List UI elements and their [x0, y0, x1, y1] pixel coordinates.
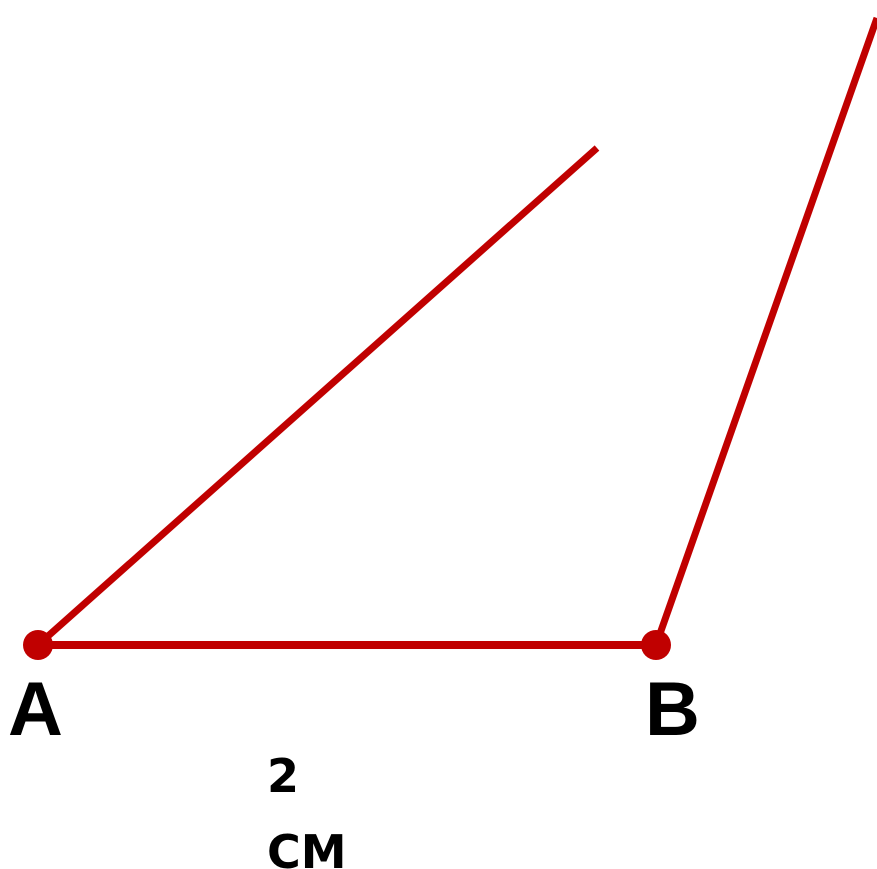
- point-a-dot: [23, 630, 53, 660]
- segment-length-value: 2: [267, 749, 299, 803]
- point-b-label: B: [645, 667, 700, 752]
- point-b-dot: [641, 630, 671, 660]
- segment-length-unit: CM: [267, 825, 347, 869]
- point-a-label: A: [8, 667, 63, 752]
- ray-from-a: [35, 145, 600, 648]
- ray-from-b: [652, 16, 877, 647]
